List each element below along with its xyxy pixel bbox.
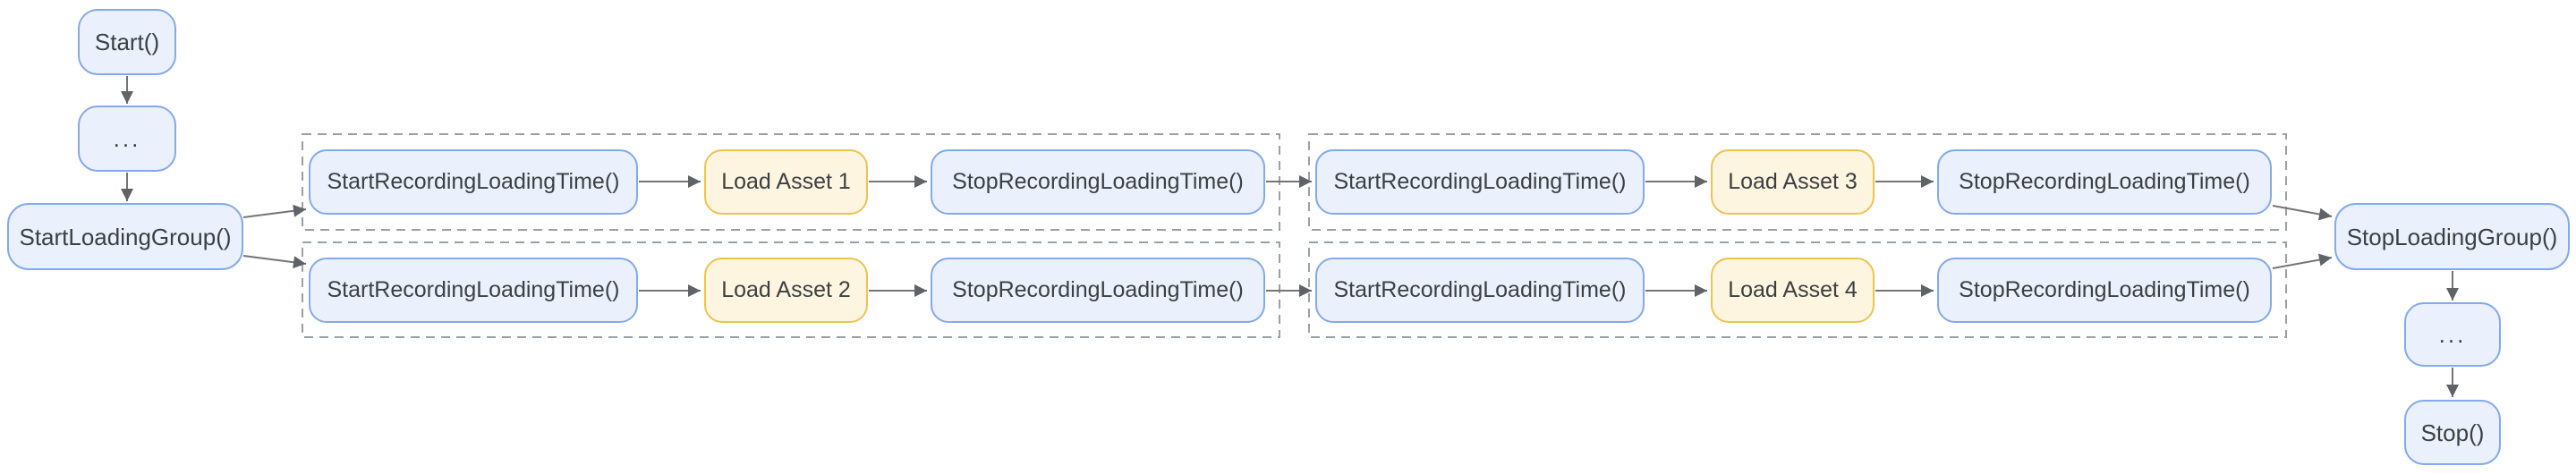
node-start-recording-loading-time: StartRecordingLoadingTime() [309, 258, 638, 323]
node-load-asset-4: Load Asset 4 [1711, 258, 1875, 323]
node-stop-loading-group: StopLoadingGroup() [2334, 203, 2570, 270]
arrow-row2-to-stop-group [2272, 253, 2333, 269]
node-start-recording-loading-time: StartRecordingLoadingTime() [1315, 258, 1645, 323]
node-load-asset-1: Load Asset 1 [704, 149, 868, 215]
node-start-recording-loading-time: StartRecordingLoadingTime() [309, 149, 638, 215]
loading-group-2-row-2-box [1308, 241, 2287, 338]
node-start: Start() [78, 9, 176, 75]
node-ellipsis-post: ... [2404, 302, 2501, 367]
arrow-row1-to-stop-group [2272, 205, 2333, 221]
node-start-recording-loading-time: StartRecordingLoadingTime() [1315, 149, 1645, 215]
arrow-start-group-to-row1 [242, 204, 307, 218]
loading-group-2-row-1-box [1308, 133, 2287, 231]
node-load-asset-3: Load Asset 3 [1711, 149, 1875, 215]
node-ellipsis-pre: ... [78, 106, 176, 172]
node-start-loading-group: StartLoadingGroup() [7, 203, 243, 270]
node-stop-recording-loading-time: StopRecordingLoadingTime() [931, 149, 1265, 215]
node-stop: Stop() [2404, 400, 2501, 465]
node-stop-recording-loading-time: StopRecordingLoadingTime() [931, 258, 1265, 323]
node-stop-recording-loading-time: StopRecordingLoadingTime() [1937, 258, 2272, 323]
node-stop-recording-loading-time: StopRecordingLoadingTime() [1937, 149, 2272, 215]
arrow-start-group-to-row2 [242, 255, 307, 269]
node-load-asset-2: Load Asset 2 [704, 258, 868, 323]
